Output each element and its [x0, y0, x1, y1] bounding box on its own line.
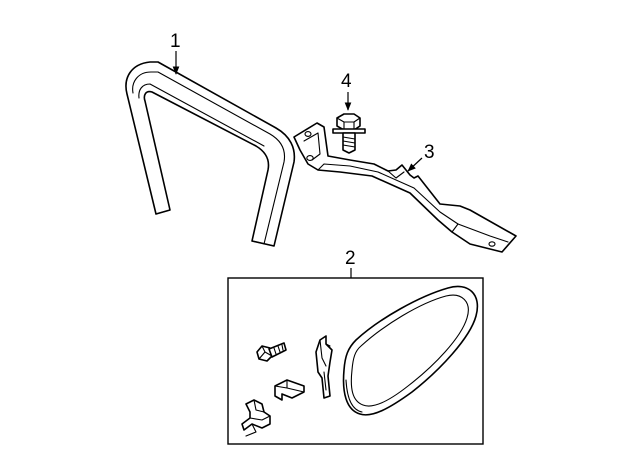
- kit-hook-part: [241, 399, 271, 437]
- leader-line-3: [407, 157, 423, 172]
- callout-4: 4: [341, 71, 352, 92]
- fan-shroud-part: [125, 61, 296, 247]
- serpentine-belt-part: [342, 285, 479, 416]
- kit-clip-part: [274, 379, 305, 401]
- callout-3: 3: [424, 142, 435, 163]
- bracket-part: [293, 122, 517, 253]
- kit-tensioner-part: [315, 335, 333, 399]
- callout-1: 1: [170, 31, 181, 52]
- callout-2: 2: [345, 248, 356, 269]
- bolt-part: [332, 113, 366, 154]
- kit-bolt-part: [256, 342, 287, 362]
